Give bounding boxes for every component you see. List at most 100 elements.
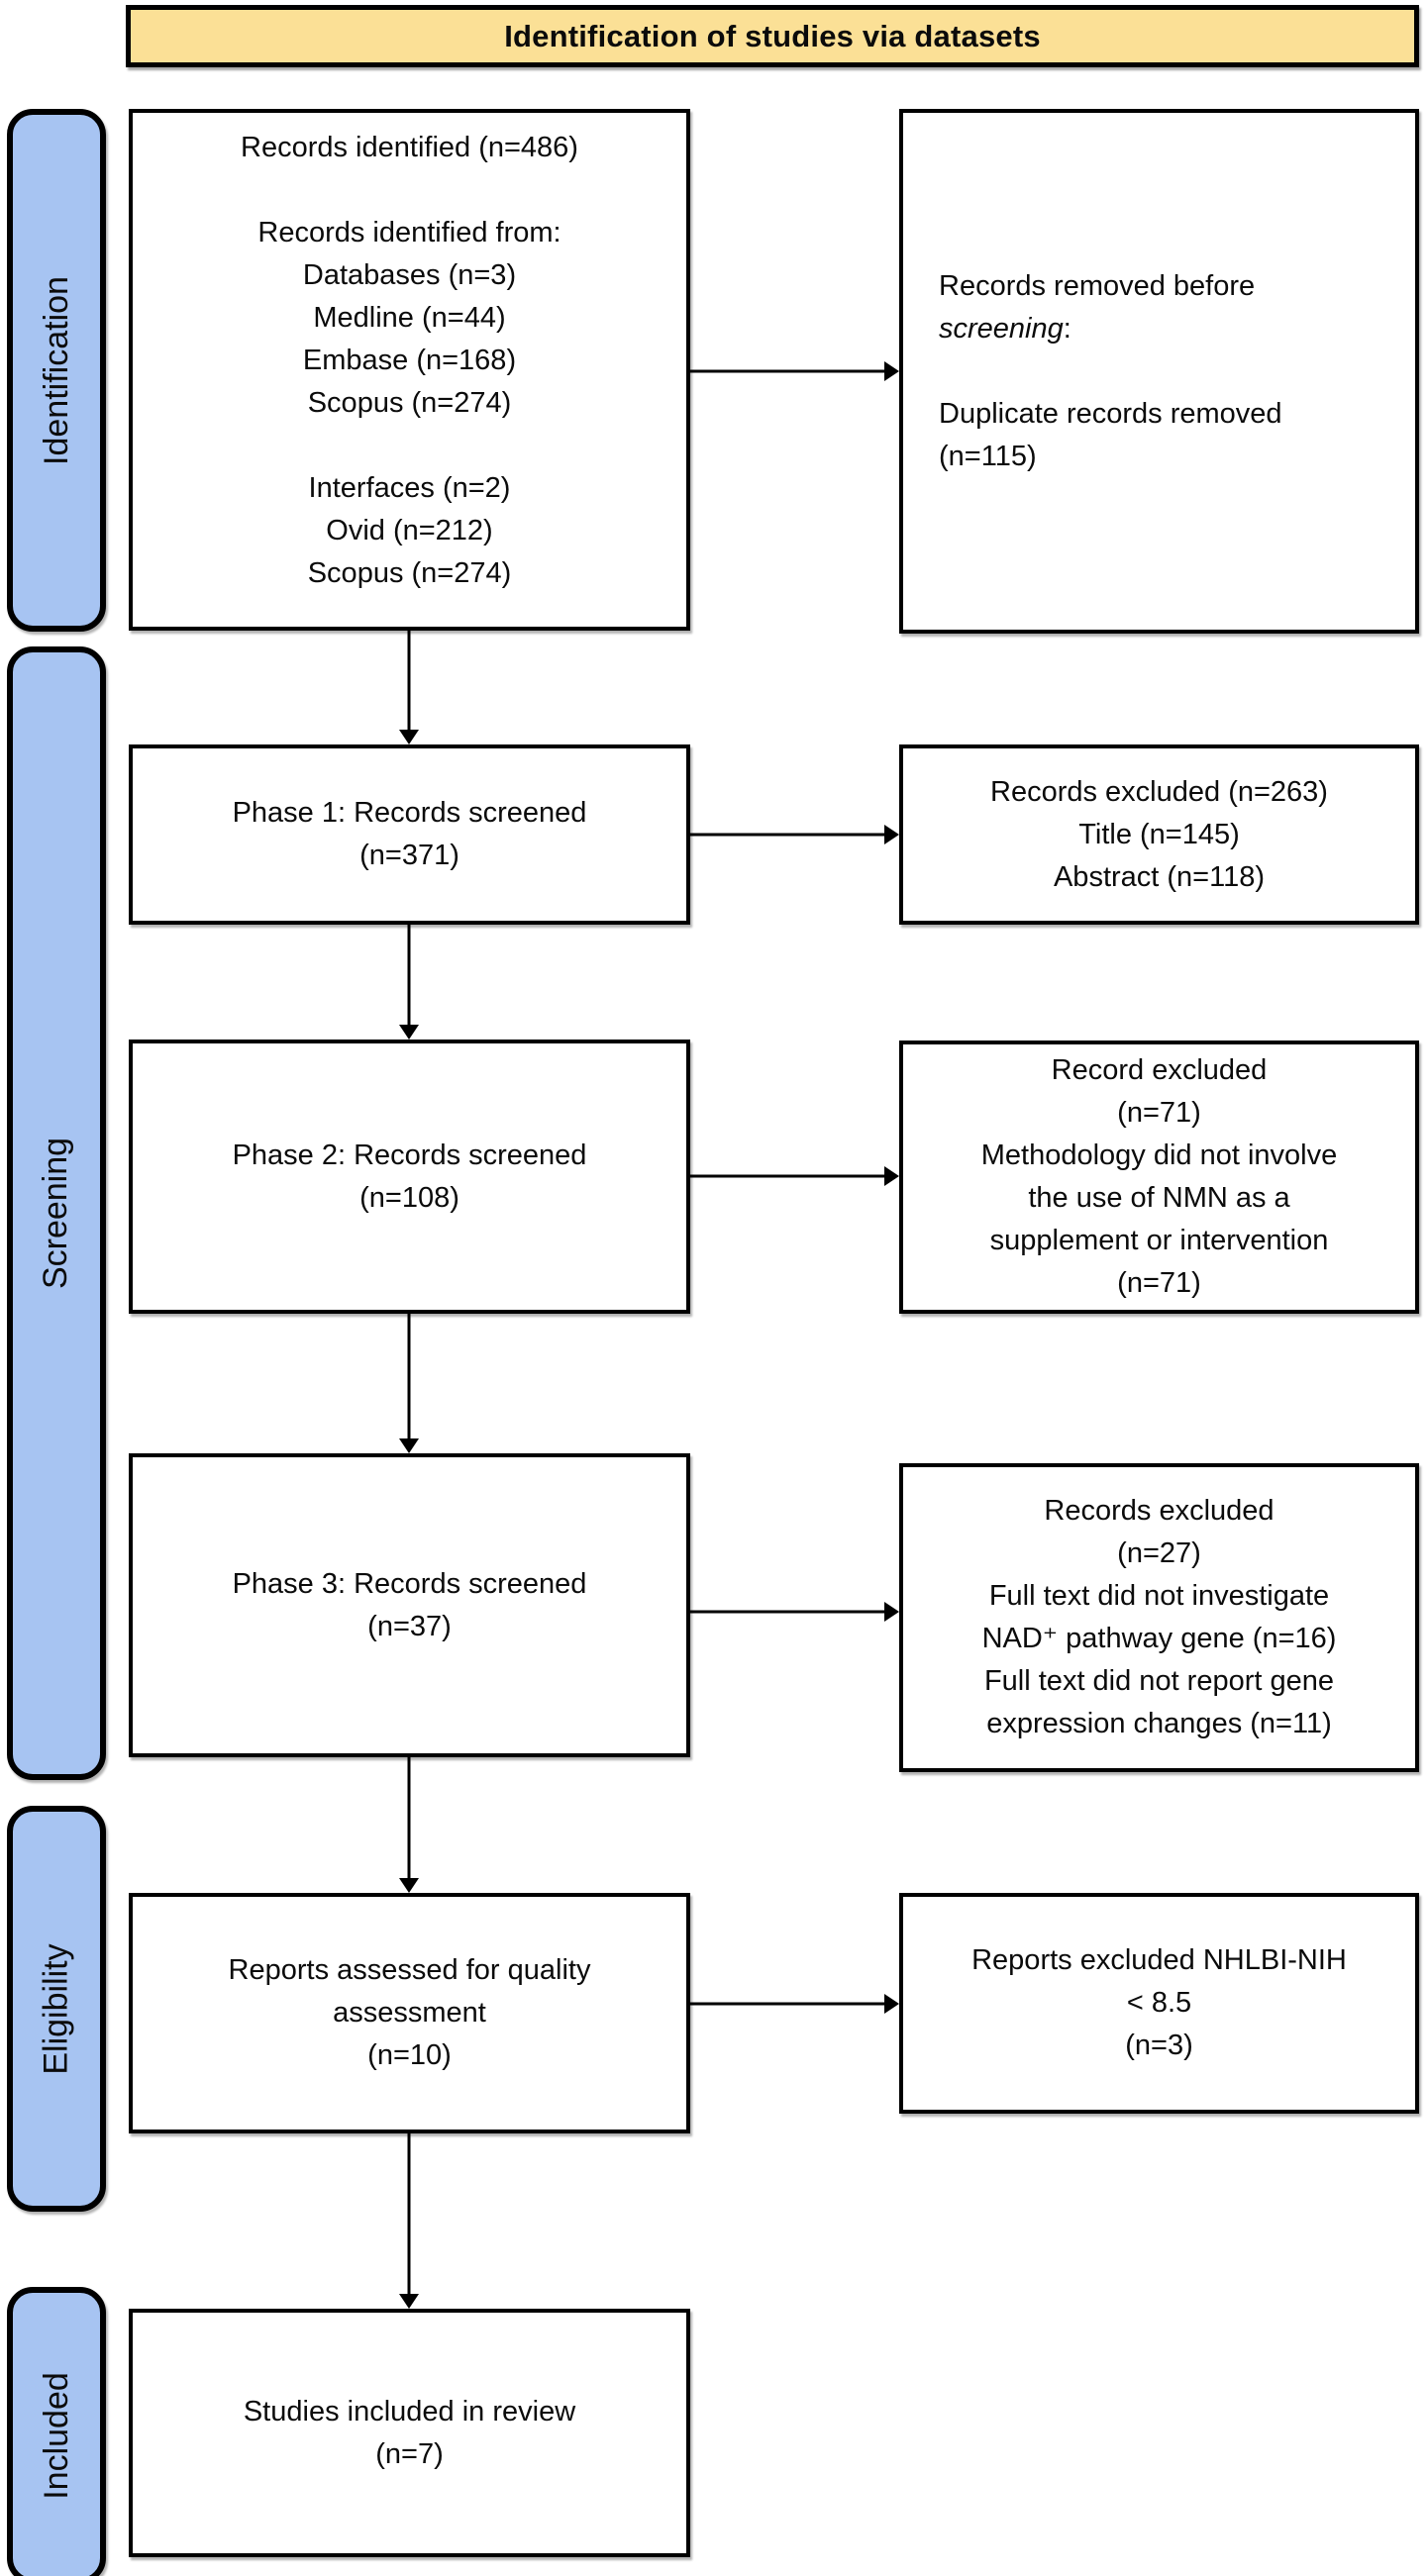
text-line: Phase 3: Records screened bbox=[232, 1567, 587, 1600]
arrow-head-icon bbox=[884, 1166, 899, 1186]
box-phase1-excluded: Records excluded (n=263) Title (n=145) Abs… bbox=[899, 744, 1419, 925]
text-line: screening: bbox=[939, 308, 1071, 350]
text-line: Embase (n=168) bbox=[302, 345, 517, 376]
box-records-identified: Records identified (n=486) Records ident… bbox=[129, 109, 690, 631]
records-removed-line1: Records removed before bbox=[939, 269, 1256, 302]
right-arrow-quality-excluded bbox=[690, 1993, 899, 2015]
arrow-head-icon bbox=[399, 2294, 419, 2309]
text-line: (n=115) bbox=[939, 440, 1037, 472]
title-banner: Identification of studies via datasets bbox=[126, 5, 1419, 67]
stage-included: Included bbox=[7, 2287, 106, 2576]
box-studies-included: Studies included in review (n=7) bbox=[129, 2309, 690, 2557]
arrow-head-icon bbox=[884, 361, 899, 381]
box-phase2-screened: Phase 2: Records screened (n=108) bbox=[129, 1040, 690, 1314]
down-arrow-phase1-to-phase2 bbox=[398, 925, 420, 1040]
text-line: (n=37) bbox=[367, 1610, 452, 1642]
right-arrow-phase2-excluded bbox=[690, 1165, 899, 1187]
arrow-line bbox=[690, 369, 886, 373]
arrow-line bbox=[407, 1757, 411, 1880]
arrow-line bbox=[407, 631, 411, 732]
records-removed-body: Duplicate records removed (n=115) bbox=[939, 393, 1282, 478]
text-line: NAD⁺ pathway gene (n=16) bbox=[981, 1623, 1337, 1654]
text-line: (n=7) bbox=[375, 2437, 444, 2470]
arrow-head-icon bbox=[399, 730, 419, 744]
arrow-line bbox=[690, 1174, 886, 1178]
down-arrow-phase2-to-phase3 bbox=[398, 1314, 420, 1453]
text-line: (n=71) bbox=[1117, 1097, 1201, 1129]
stage-screening: Screening bbox=[7, 646, 106, 1780]
text-line: Records identified from: bbox=[257, 217, 561, 248]
text-line: Full text did not report gene bbox=[983, 1665, 1335, 1697]
arrow-line bbox=[690, 2002, 886, 2006]
text-line: expression changes (n=11) bbox=[986, 1708, 1332, 1739]
stage-identification-label: Identification bbox=[37, 275, 75, 465]
down-arrow-identification-to-phase1 bbox=[398, 631, 420, 744]
arrow-head-icon bbox=[399, 1025, 419, 1040]
text-line: (n=71) bbox=[1117, 1267, 1201, 1299]
down-arrow-quality-to-included bbox=[398, 2133, 420, 2309]
box-phase2-excluded: Record excluded (n=71) Methodology did not… bbox=[899, 1040, 1419, 1314]
text-line: Studies included in review bbox=[243, 2395, 576, 2427]
box-phase1-screened: Phase 1: Records screened (n=371) bbox=[129, 744, 690, 925]
text-line: Reports assessed for quality bbox=[228, 1954, 591, 1986]
stage-eligibility: Eligibility bbox=[7, 1806, 106, 2212]
right-arrow-phase3-excluded bbox=[690, 1601, 899, 1623]
text-line: Phase 2: Records screened bbox=[232, 1139, 587, 1171]
text-line: Phase 1: Records screened bbox=[232, 797, 587, 829]
box-phase3-excluded: Records excluded (n=27) Full text did not … bbox=[899, 1463, 1419, 1772]
text-line: Records excluded bbox=[1044, 1495, 1275, 1527]
right-arrow-phase1-excluded bbox=[690, 824, 899, 845]
arrow-head-icon bbox=[884, 1602, 899, 1622]
blank-line bbox=[405, 425, 413, 467]
arrow-line bbox=[407, 1314, 411, 1440]
text-line: Scopus (n=274) bbox=[307, 387, 512, 419]
text-line: Records identified (n=486) bbox=[241, 132, 578, 163]
text-line: (n=108) bbox=[359, 1181, 459, 1214]
text-line: Record excluded bbox=[1051, 1054, 1268, 1086]
arrow-line bbox=[690, 833, 886, 837]
text-line: Medline (n=44) bbox=[313, 302, 506, 334]
box-quality-assessment: Reports assessed for quality assessment (n… bbox=[129, 1893, 690, 2133]
arrow-head-icon bbox=[399, 1438, 419, 1453]
text-line: Databases (n=3) bbox=[302, 259, 517, 291]
down-arrow-phase3-to-quality bbox=[398, 1757, 420, 1893]
text-line: Abstract (n=118) bbox=[1053, 860, 1266, 893]
text-line: (n=3) bbox=[1125, 2030, 1193, 2061]
text-line: Methodology did not involve bbox=[980, 1139, 1338, 1171]
box-quality-excluded: Reports excluded NHLBI-NIH < 8.5 (n=3) bbox=[899, 1893, 1419, 2114]
text-line: Records excluded (n=263) bbox=[990, 775, 1328, 808]
box-phase3-screened: Phase 3: Records screened (n=37) bbox=[129, 1453, 690, 1757]
text-line: assessment bbox=[333, 1997, 486, 2029]
text-line: Title (n=145) bbox=[1078, 818, 1240, 850]
blank-line bbox=[939, 350, 947, 393]
text-line: Duplicate records removed bbox=[939, 397, 1282, 430]
text-line: Full text did not investigate bbox=[988, 1580, 1330, 1612]
records-removed-italic: screening bbox=[939, 312, 1064, 345]
stage-eligibility-label: Eligibility bbox=[37, 1942, 75, 2075]
right-arrow-identification-excluded bbox=[690, 360, 899, 382]
blank-line bbox=[405, 169, 413, 212]
text-line: Ovid (n=212) bbox=[326, 515, 493, 546]
text-line: (n=10) bbox=[367, 2039, 452, 2071]
stage-identification: Identification bbox=[7, 109, 106, 632]
arrow-head-icon bbox=[884, 825, 899, 844]
box-records-removed: Records removed before screening: Duplic… bbox=[899, 109, 1419, 634]
stage-screening-label: Screening bbox=[37, 1137, 75, 1290]
stage-included-label: Included bbox=[37, 2371, 75, 2500]
arrow-line bbox=[407, 2133, 411, 2296]
text-line: (n=371) bbox=[359, 840, 459, 871]
arrow-head-icon bbox=[399, 1878, 419, 1893]
text-line: Records removed before bbox=[939, 265, 1255, 308]
text-line: (n=27) bbox=[1117, 1537, 1201, 1569]
records-removed-suffix: : bbox=[1063, 312, 1071, 345]
arrow-line bbox=[690, 1610, 886, 1614]
text-line: < 8.5 bbox=[1126, 1987, 1192, 2019]
text-line: Interfaces (n=2) bbox=[308, 472, 511, 504]
arrow-head-icon bbox=[884, 1994, 899, 2014]
text-line: supplement or intervention bbox=[989, 1225, 1329, 1256]
text-line: Reports excluded NHLBI-NIH bbox=[971, 1944, 1347, 1976]
text-line: Scopus (n=274) bbox=[307, 557, 512, 589]
arrow-line bbox=[407, 925, 411, 1027]
diagram-title: Identification of studies via datasets bbox=[504, 18, 1041, 53]
